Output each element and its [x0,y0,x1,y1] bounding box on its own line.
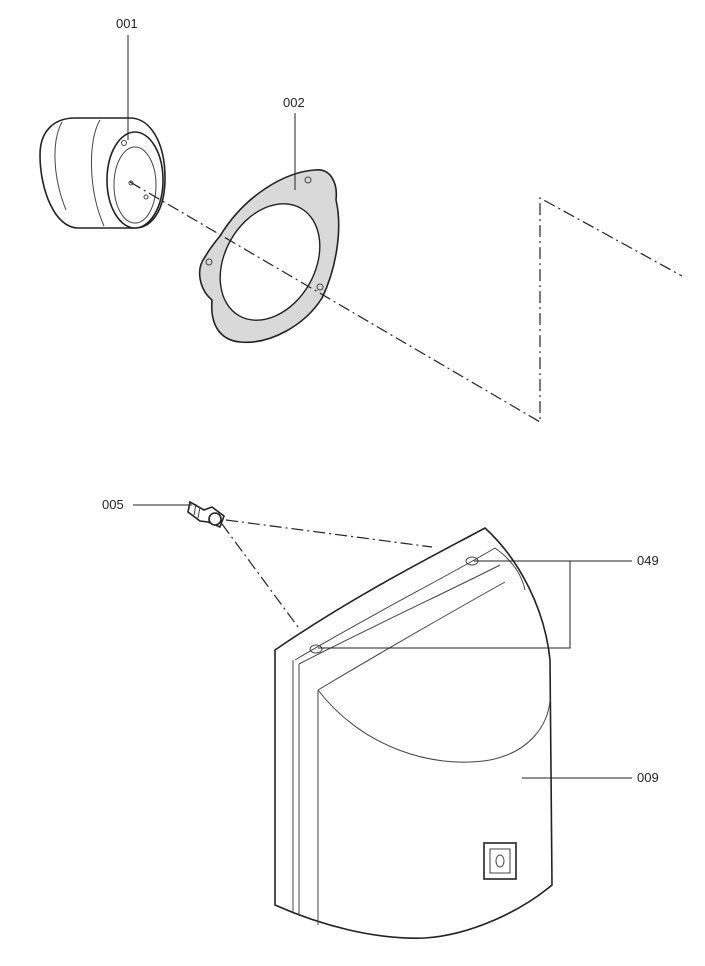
part-001-sleeve [39,117,166,229]
callout-009: 009 [637,770,659,785]
callout-049: 049 [637,553,659,568]
callout-001: 001 [116,16,138,31]
upper-assembly-axis [129,181,683,424]
part-002-gasket [198,169,340,344]
part-009-cover [274,527,553,939]
screw-axis-left [221,523,299,628]
leader-049-bracket [318,561,571,649]
callout-005: 005 [102,497,124,512]
part-005-screw [187,500,225,529]
screw-axis-top [225,519,433,548]
callout-002: 002 [283,95,305,110]
